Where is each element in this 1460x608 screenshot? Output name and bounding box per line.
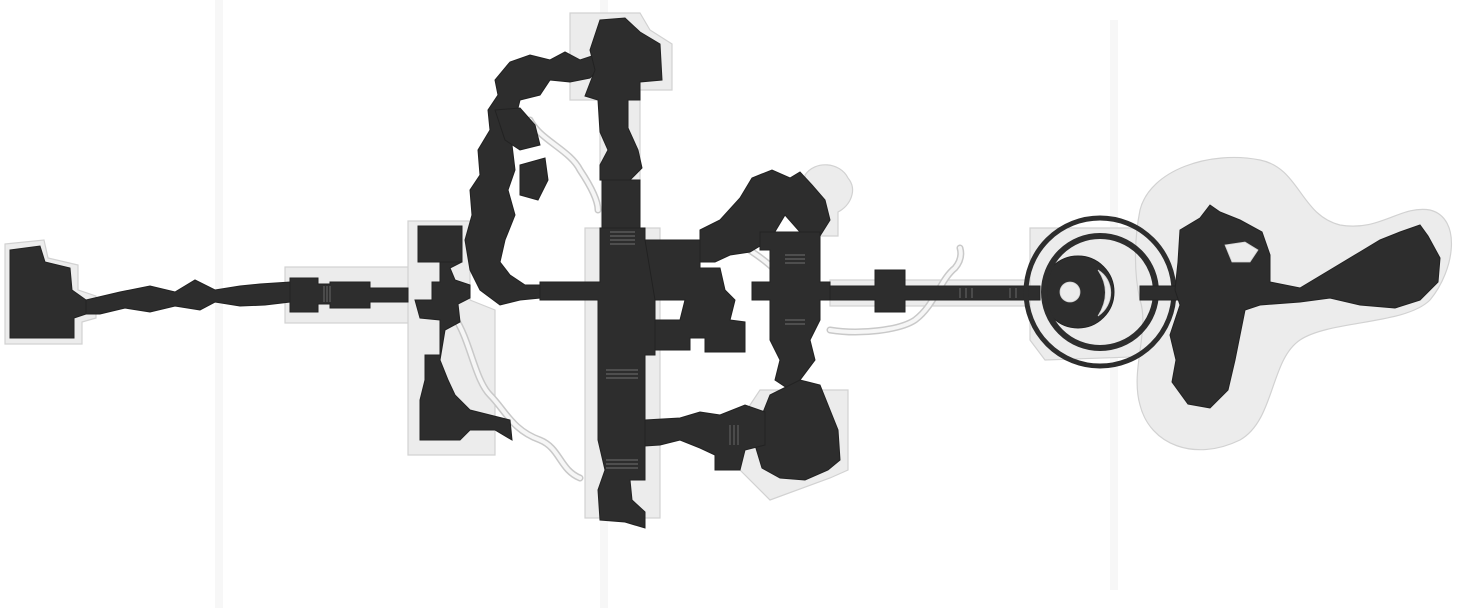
west-tunnel [85, 279, 291, 315]
inner-chambers [644, 239, 746, 353]
stairs-west-gate [323, 286, 331, 302]
west-gate [289, 277, 409, 313]
stairs-east-bridge [959, 288, 1017, 298]
stairs-central-north [610, 231, 635, 245]
northern-tower [584, 17, 663, 181]
stairs-east-chamber [785, 254, 805, 325]
stair-markers [323, 231, 1017, 469]
stairs-south-passage [729, 425, 739, 445]
east-bridge [829, 269, 1041, 313]
southern-passage [644, 404, 766, 471]
stairs-central-south [606, 369, 638, 469]
east-chamber [751, 231, 831, 391]
floor-plan [9, 17, 1441, 529]
west-block [414, 225, 513, 441]
